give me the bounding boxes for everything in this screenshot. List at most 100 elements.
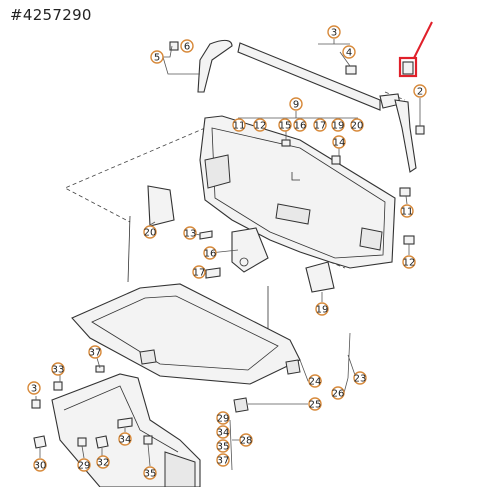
lower-side-vent (164, 451, 196, 487)
clip-11 (399, 187, 411, 197)
svg-text:11: 11 (401, 207, 414, 218)
callout-5: 5 (150, 50, 164, 64)
parcel-shelf (71, 283, 301, 385)
svg-text:16: 16 (204, 249, 217, 260)
svg-text:4: 4 (346, 48, 352, 59)
center-cover-hole (239, 257, 249, 267)
svg-text:30: 30 (34, 461, 47, 472)
clip-14 (331, 155, 341, 165)
svg-text:35: 35 (217, 442, 230, 453)
svg-text:15: 15 (279, 121, 292, 132)
svg-text:26: 26 (332, 389, 345, 400)
clip-37 (95, 365, 105, 373)
parcel-shelf-inner (91, 295, 279, 371)
clip-36 (143, 435, 153, 445)
panel-window-recess (204, 154, 231, 189)
svg-text:20: 20 (351, 121, 364, 132)
clip-2 (415, 125, 425, 135)
callout-34: 34 (118, 432, 132, 446)
panel-side-recess (359, 227, 383, 251)
clip-4 (345, 65, 357, 75)
callout-4: 4 (342, 45, 356, 59)
callout-29: 29 (77, 458, 91, 472)
callout-25: 25 (308, 397, 322, 411)
clip-highlighted (402, 61, 414, 75)
svg-text:19: 19 (316, 305, 329, 316)
svg-text:2: 2 (417, 87, 423, 98)
svg-text:25: 25 (309, 400, 322, 411)
svg-text:32: 32 (97, 458, 110, 469)
svg-text:3: 3 (31, 384, 37, 395)
svg-text:29: 29 (217, 414, 230, 425)
callout-11: 11 (400, 204, 414, 218)
callout-12: 12 (402, 255, 416, 269)
svg-text:14: 14 (333, 138, 346, 149)
clip-15 (281, 139, 291, 147)
panel-hook (291, 172, 300, 181)
svg-text:33: 33 (52, 365, 65, 376)
svg-text:24: 24 (309, 377, 322, 388)
svg-text:11: 11 (233, 121, 246, 132)
clip-33 (53, 381, 63, 391)
svg-text:28: 28 (240, 436, 253, 447)
screw-30 (33, 435, 47, 449)
right-pillar-trim (394, 99, 417, 173)
left-cover (147, 185, 175, 227)
panel-inner-edge (211, 127, 386, 259)
callout-30: 30 (33, 458, 47, 472)
callout-35: 35 (143, 466, 157, 480)
callout-6: 6 (180, 39, 194, 53)
hinge-bracket (233, 397, 249, 413)
clip-3 (31, 399, 41, 409)
callout-2: 2 (413, 84, 427, 98)
callout-9: 9 (289, 97, 303, 111)
callout-37: 37 (88, 345, 102, 359)
callout-26: 26 (331, 386, 345, 400)
callout-column-bottom: 29 34 35 37 (216, 411, 230, 467)
svg-text:16: 16 (294, 121, 307, 132)
callout-24: 24 (308, 374, 322, 388)
screw-34 (117, 417, 133, 429)
callout-28: 28 (239, 433, 253, 447)
callout-23: 23 (353, 371, 367, 385)
highlight-arrow (413, 21, 433, 59)
upper-trim-strip (237, 42, 381, 111)
callout-row-top: 11 12 15 16 17 19 20 (232, 118, 364, 132)
callout-3-lower: 3 (27, 381, 41, 395)
svg-text:9: 9 (293, 100, 299, 111)
svg-text:23: 23 (354, 374, 367, 385)
screw-17 (205, 267, 221, 279)
clip-12 (403, 235, 415, 245)
callout-32: 32 (96, 455, 110, 469)
right-bracket (285, 359, 301, 375)
callout-20: 20 (143, 225, 157, 239)
left-pillar-trim (197, 39, 233, 93)
clip-6 (169, 41, 179, 51)
lower-side-trim-edge (63, 385, 179, 453)
svg-text:37: 37 (89, 348, 102, 359)
svg-text:17: 17 (193, 268, 206, 279)
callout-19: 19 (315, 302, 329, 316)
svg-text:20: 20 (144, 228, 157, 239)
screw-13 (199, 230, 213, 240)
callout-16: 16 (203, 246, 217, 260)
panel-handle-recess (275, 203, 311, 225)
callout-14: 14 (332, 135, 346, 149)
svg-text:19: 19 (332, 121, 345, 132)
leader-lines (35, 39, 421, 471)
lower-cover (305, 261, 335, 293)
svg-text:12: 12 (403, 258, 416, 269)
parcel-shelf-hinge (139, 349, 157, 365)
diagram-reference-number: #4257290 (10, 6, 92, 24)
svg-text:6: 6 (184, 42, 190, 53)
svg-text:12: 12 (254, 121, 267, 132)
callout-3: 3 (327, 25, 341, 39)
svg-text:13: 13 (184, 229, 197, 240)
callout-17: 17 (192, 265, 206, 279)
clip-29 (77, 437, 87, 447)
svg-text:34: 34 (217, 428, 230, 439)
svg-text:3: 3 (331, 28, 337, 39)
highlight-box (398, 56, 418, 78)
svg-text:17: 17 (314, 121, 327, 132)
